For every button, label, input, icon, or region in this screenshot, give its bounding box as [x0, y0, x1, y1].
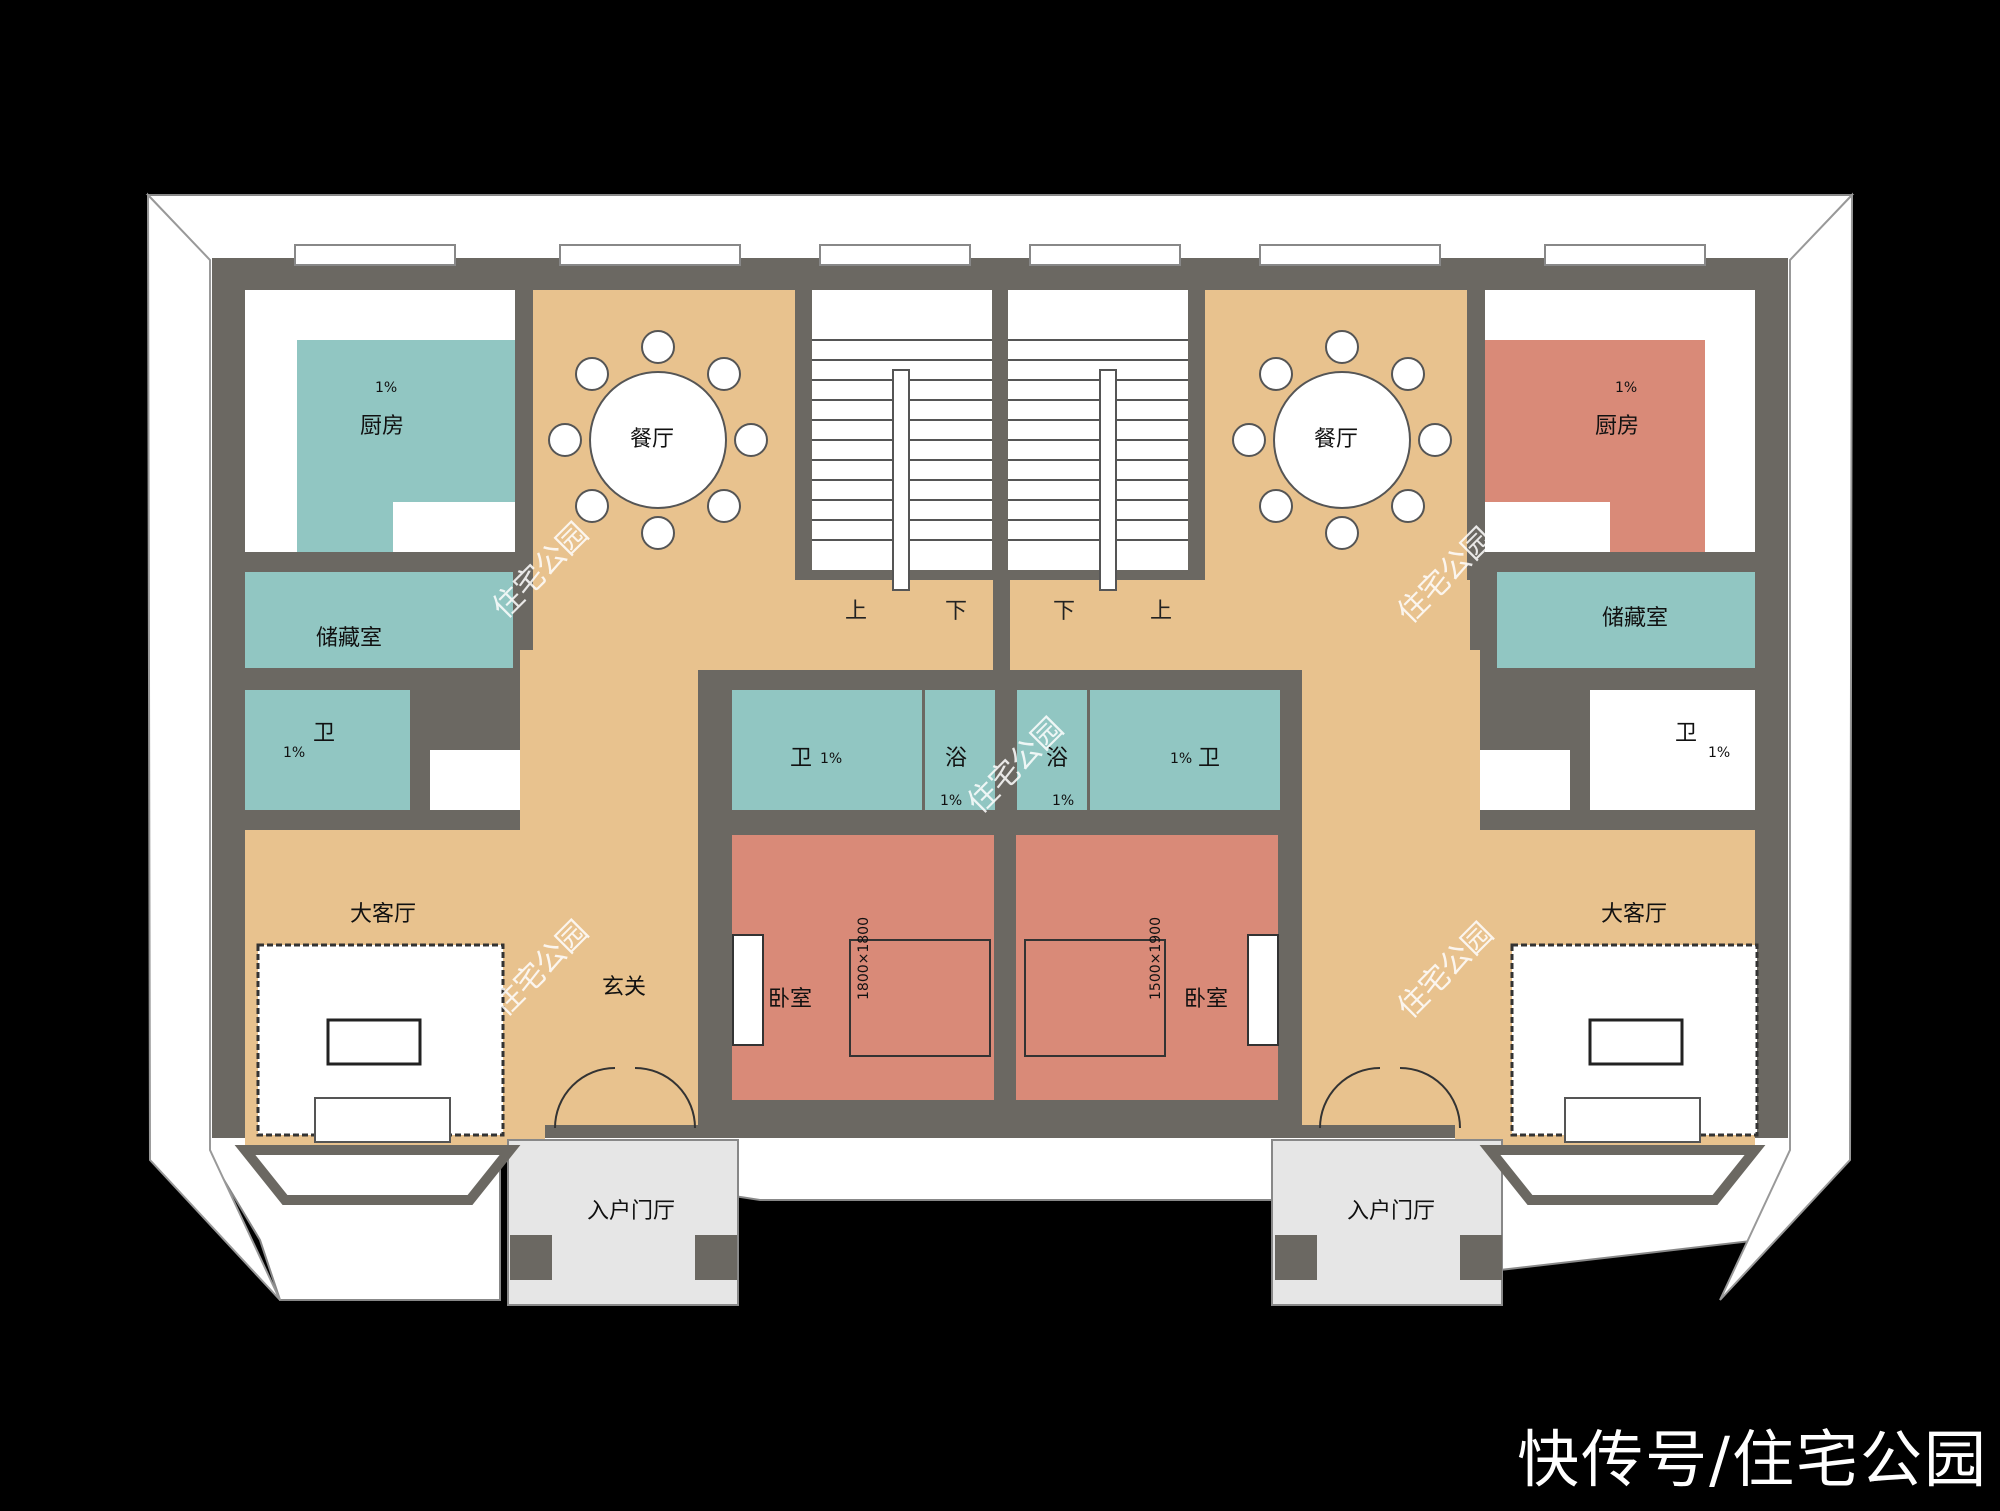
entry-door-right	[1319, 1067, 1461, 1129]
outer-eave-left	[146, 192, 281, 1301]
label-dining-right: 餐厅	[1314, 427, 1358, 452]
label-living-right: 大客厅	[1601, 902, 1667, 927]
stair-down-right: 下	[1053, 599, 1075, 624]
entry-pillar-r2	[1460, 1235, 1502, 1280]
foyer-left	[520, 650, 698, 1125]
kitchen-left	[297, 340, 515, 552]
label-entry-hall-left: 入户门厅	[587, 1199, 675, 1224]
label-bedroom-left: 卧室	[768, 987, 812, 1012]
bath-mid-right	[1017, 690, 1087, 810]
slope-toilet-right: 1%	[1708, 745, 1730, 761]
top-windows	[294, 244, 1706, 266]
label-living-left: 大客厅	[350, 902, 416, 927]
label-bath-mid-right: 浴	[1046, 746, 1068, 771]
stair-handrail-left	[892, 369, 910, 591]
dining-table-right	[1232, 330, 1452, 550]
toilet-mid-right	[1090, 690, 1280, 810]
entry-door-left	[554, 1067, 696, 1129]
label-bath-mid-left: 浴	[945, 746, 967, 771]
label-toilet-mid-right: 卫	[1198, 746, 1220, 771]
slope-bath-mid-left: 1%	[940, 793, 962, 809]
bay-window-left	[234, 1145, 521, 1205]
label-storage-left: 储藏室	[316, 626, 382, 651]
slope-bath-mid-right: 1%	[1052, 793, 1074, 809]
kitchen-right	[1485, 340, 1705, 552]
entry-pillar-l2	[695, 1235, 737, 1280]
label-kitchen-left: 厨房	[360, 414, 404, 439]
label-kitchen-right: 厨房	[1595, 414, 1639, 439]
sink-niche-right	[1480, 750, 1570, 810]
toilet-right	[1590, 690, 1755, 810]
wardrobe-right	[1247, 934, 1279, 1046]
bed-size-left: 1800×1800	[856, 917, 872, 1000]
entry-pillar-l1	[510, 1235, 552, 1280]
bed-size-right: 1500×1900	[1148, 917, 1164, 1000]
label-entry-hall-right: 入户门厅	[1347, 1199, 1435, 1224]
slope-toilet-left: 1%	[283, 745, 305, 761]
label-toilet-mid-left: 卫	[790, 746, 812, 771]
toilet-mid-left	[732, 690, 922, 810]
slope-kitchen-right: 1%	[1615, 380, 1637, 396]
label-foyer: 玄关	[602, 975, 646, 1000]
toilet-left	[245, 690, 410, 810]
foyer-right	[1302, 650, 1480, 1125]
slope-kitchen-left: 1%	[375, 380, 397, 396]
label-toilet-right: 卫	[1675, 721, 1697, 746]
storage-left	[245, 572, 513, 668]
dining-table-left	[548, 330, 768, 550]
stair-up-right: 上	[1150, 599, 1172, 624]
stair-up-left: 上	[845, 599, 867, 624]
bay-window-right	[1479, 1145, 1766, 1205]
footer-watermark: 快传号/住宅公园	[1517, 1423, 1988, 1496]
wardrobe-left	[732, 934, 764, 1046]
bath-mid-left	[925, 690, 995, 810]
entry-pillar-r1	[1275, 1235, 1317, 1280]
bed-right	[1024, 939, 1166, 1057]
sofa-set-right	[1510, 943, 1759, 1143]
stair-down-left: 下	[945, 599, 967, 624]
storage-right	[1497, 572, 1755, 668]
stair-handrail-right	[1099, 369, 1117, 591]
stair-right	[1008, 290, 1188, 570]
slope-toilet-mid-left: 1%	[820, 751, 842, 767]
label-dining-left: 餐厅	[630, 427, 674, 452]
label-toilet-left: 卫	[313, 721, 335, 746]
bed-left	[849, 939, 991, 1057]
sink-niche-left	[430, 750, 520, 810]
stair-treads-right	[1008, 339, 1188, 541]
label-storage-right: 储藏室	[1602, 606, 1668, 631]
sofa-set-left	[256, 943, 505, 1143]
label-bedroom-right: 卧室	[1184, 987, 1228, 1012]
bedroom-right	[1016, 835, 1278, 1100]
outer-eave-right	[1719, 192, 1854, 1301]
slope-toilet-mid-right: 1%	[1170, 751, 1192, 767]
